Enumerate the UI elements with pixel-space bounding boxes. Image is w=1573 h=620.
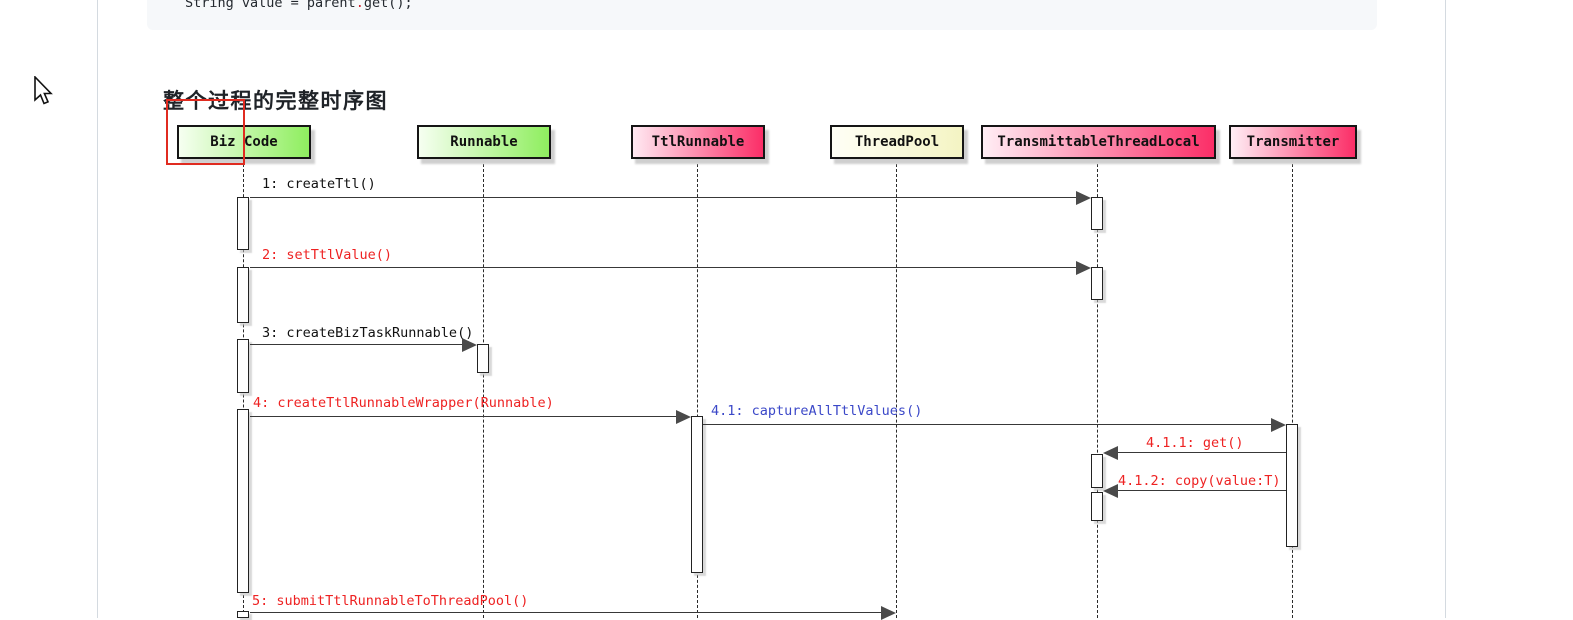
message-label: 1: createTtl() xyxy=(262,176,376,192)
message-arrow-line xyxy=(250,267,1078,268)
arrowhead-right-icon xyxy=(1271,417,1286,432)
participant-transmitter: Transmitter xyxy=(1229,125,1357,159)
participant-transmittablethreadlocal: TransmittableThreadLocal xyxy=(981,125,1216,159)
code-line: String value = parent.get(); xyxy=(185,0,413,11)
arrowhead-right-icon xyxy=(1076,260,1091,275)
participant-threadpool: ThreadPool xyxy=(830,125,964,159)
participant-runnable: Runnable xyxy=(417,125,551,159)
activation-bar xyxy=(1091,492,1103,521)
message-arrow-line xyxy=(1117,490,1286,491)
activation-bar xyxy=(1091,197,1103,230)
message-label: 2: setTtlValue() xyxy=(262,247,393,263)
lifeline-threadpool xyxy=(896,159,897,618)
lifeline-transmittablethreadlocal xyxy=(1097,159,1098,618)
arrowhead-left-icon xyxy=(1103,445,1118,460)
message-label: 4.1: captureAllTtlValues() xyxy=(711,403,923,419)
activation-bar xyxy=(1091,454,1103,488)
message-arrow-line xyxy=(250,344,464,345)
message-label: 4: createTtlRunnableWrapper(Runnable) xyxy=(253,395,554,411)
arrowhead-right-icon xyxy=(1076,190,1091,205)
message-label: 4.1.2: copy(value:T) xyxy=(1118,473,1281,489)
section-heading: 整个过程的完整时序图 xyxy=(163,90,388,113)
message-arrow-line xyxy=(250,416,678,417)
message-label: 4.1.1: get() xyxy=(1146,435,1244,451)
activation-bar xyxy=(237,267,249,323)
participant-ttlrunnable: TtlRunnable xyxy=(631,125,765,159)
message-label: 3: createBizTaskRunnable() xyxy=(262,325,474,341)
code-block: String value = parent.get(); xyxy=(147,0,1377,30)
arrowhead-right-icon xyxy=(462,337,477,352)
activation-bar xyxy=(1091,267,1103,300)
content-left-border xyxy=(97,0,98,618)
lifeline-ttlrunnable xyxy=(697,159,698,618)
content-right-border xyxy=(1445,0,1446,618)
arrowhead-right-icon xyxy=(881,605,896,620)
code-text: String value = parent xyxy=(185,0,356,11)
activation-bar xyxy=(237,409,249,593)
code-dot: . xyxy=(355,0,364,11)
message-label: 5: submitTtlRunnableToThreadPool() xyxy=(252,593,529,609)
activation-bar xyxy=(691,416,703,573)
code-text-suffix: get(); xyxy=(363,0,413,11)
mouse-cursor-icon xyxy=(34,76,53,105)
message-arrow-line xyxy=(703,424,1273,425)
message-arrow-line xyxy=(1117,452,1286,453)
red-highlight-box xyxy=(166,99,245,165)
activation-bar xyxy=(237,611,249,618)
message-arrow-line xyxy=(250,197,1078,198)
activation-bar xyxy=(237,339,249,393)
arrowhead-left-icon xyxy=(1103,483,1118,498)
lifeline-runnable xyxy=(483,159,484,618)
activation-bar xyxy=(237,197,249,250)
activation-bar xyxy=(477,344,489,373)
activation-bar xyxy=(1286,424,1298,547)
lifeline-transmitter xyxy=(1292,159,1293,618)
message-arrow-line xyxy=(250,612,883,613)
arrowhead-right-icon xyxy=(676,409,691,424)
